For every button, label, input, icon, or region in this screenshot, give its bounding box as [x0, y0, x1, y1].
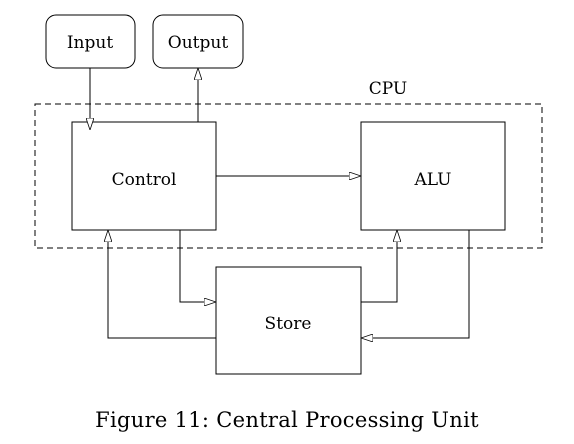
control-label: Control	[112, 170, 177, 190]
store-label: Store	[265, 314, 312, 334]
arrow-store-to-control	[108, 230, 216, 339]
alu-label: ALU	[414, 170, 452, 190]
cpu-label: CPU	[369, 79, 407, 99]
input-label: Input	[67, 33, 113, 53]
figure-caption: Figure 11: Central Processing Unit	[95, 408, 479, 432]
output-label: Output	[168, 33, 229, 53]
alu-node	[360, 121, 506, 231]
arrow-alu-to-store	[361, 230, 470, 338]
arrow-store-to-alu	[361, 230, 397, 303]
arrow-control-to-store	[179, 230, 216, 302]
cpu-boundary	[34, 103, 543, 249]
control-node	[71, 121, 217, 231]
store-node	[215, 266, 362, 375]
